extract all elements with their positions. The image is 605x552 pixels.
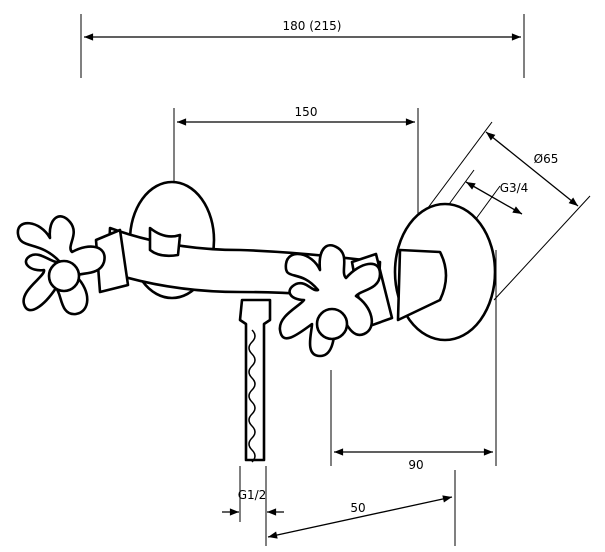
label-flange-diameter: Ø65 (534, 152, 559, 166)
label-outlet-offset: 50 (350, 501, 365, 515)
hose-thread (248, 329, 256, 463)
dimension-outlet-offset: 50 (267, 470, 456, 546)
hose-outlet (238, 298, 272, 462)
dimension-flange-diameter: Ø65 (397, 121, 591, 301)
label-overall-width: 180 (215) (283, 19, 342, 33)
label-wall-thread: G3/4 (500, 181, 529, 195)
right-nut (396, 248, 448, 322)
right-cross-handle (278, 243, 394, 358)
left-cross-handle (16, 215, 130, 316)
dimension-overall-width: 180 (215) (80, 14, 525, 78)
faucet-body (16, 180, 497, 463)
label-projection: 90 (408, 458, 423, 472)
dimension-projection: 90 (330, 250, 497, 472)
dimension-outlet-thread: G1/2 (222, 466, 284, 546)
label-outlet-thread: G1/2 (238, 488, 267, 502)
left-elbow (148, 226, 182, 258)
label-handle-spacing: 150 (295, 105, 318, 119)
